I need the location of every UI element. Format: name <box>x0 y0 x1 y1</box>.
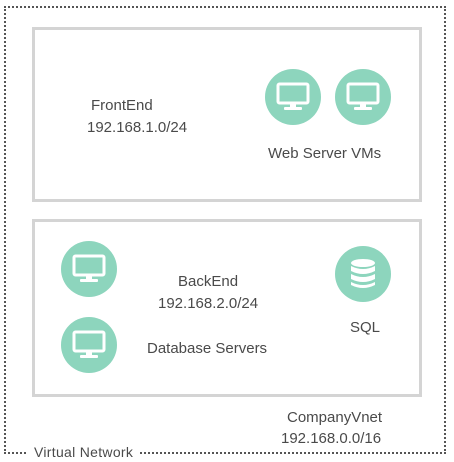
virtual-network-boundary <box>4 6 446 454</box>
backend-subnet-cidr: 192.168.2.0/24 <box>158 295 259 312</box>
sql-label: SQL <box>350 319 381 336</box>
backend-subnet: BackEnd 192.168.2.0/24 Database Servers … <box>32 219 422 397</box>
web-server-vm-1-monitor-icon <box>265 69 321 125</box>
database-server-2-monitor-icon <box>61 317 117 373</box>
backend-subnet-name: BackEnd <box>178 273 239 290</box>
web-server-vm-2-monitor-icon <box>335 69 391 125</box>
frontend-subnet: FrontEnd 192.168.1.0/24 Web Server VMs <box>32 27 422 202</box>
database-servers-label: Database Servers <box>147 340 268 357</box>
database-server-1-monitor-icon <box>61 241 117 297</box>
frontend-subnet-name: FrontEnd <box>91 97 153 114</box>
sql-database-icon <box>335 246 391 302</box>
web-server-vms-label: Web Server VMs <box>268 145 382 162</box>
company-vnet-cidr: 192.168.0.0/16 <box>281 430 382 447</box>
company-vnet-name: CompanyVnet <box>287 409 383 426</box>
virtual-network-label: Virtual Network <box>28 444 140 460</box>
frontend-subnet-cidr: 192.168.1.0/24 <box>87 119 188 136</box>
